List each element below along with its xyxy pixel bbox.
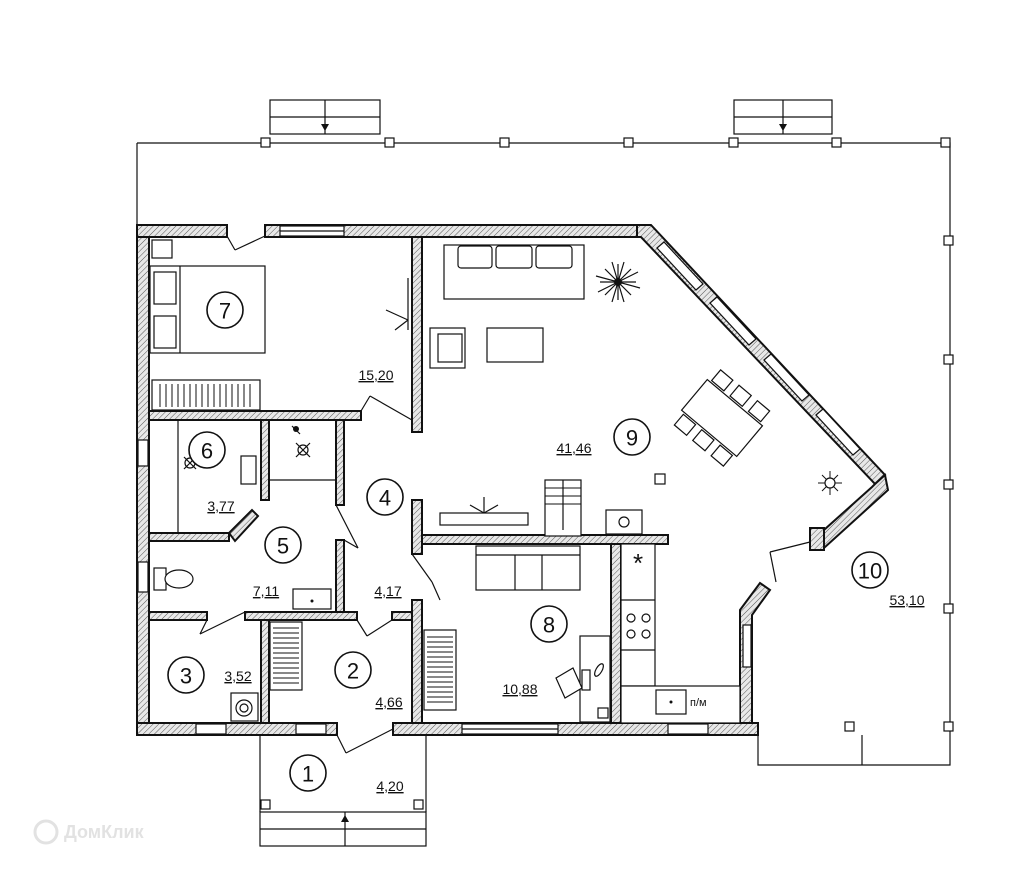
svg-text:2: 2 xyxy=(347,659,359,684)
room5-fixtures xyxy=(153,567,332,610)
exterior-walls xyxy=(136,224,890,736)
svg-text:3: 3 xyxy=(180,664,192,689)
terrace-posts xyxy=(260,137,954,810)
plant-icon xyxy=(595,261,641,303)
svg-text:7: 7 xyxy=(219,299,231,324)
room-area-10: 53,10 xyxy=(889,592,924,608)
svg-text:8: 8 xyxy=(543,613,555,638)
watermark-text: ДомКлик xyxy=(64,822,145,842)
room-number-2: 2 xyxy=(334,651,372,689)
steps-top-right xyxy=(733,99,833,135)
room-number-10: 10 xyxy=(851,551,889,589)
room-area-5: 7,11 xyxy=(253,583,279,599)
room-area-7: 15,20 xyxy=(358,367,393,383)
room-area-1: 4,20 xyxy=(376,778,403,794)
plant-small-icon xyxy=(818,471,842,495)
pantry-label: п/м xyxy=(690,697,707,709)
svg-text:9: 9 xyxy=(626,426,638,451)
living-furniture xyxy=(429,244,771,537)
steps-top-left xyxy=(269,99,381,135)
entrance-porch xyxy=(259,735,427,812)
doors xyxy=(199,235,811,754)
shower-fixture xyxy=(269,425,336,481)
room6-furniture xyxy=(177,420,257,533)
room-area-8: 10,88 xyxy=(502,681,537,697)
svg-text:5: 5 xyxy=(277,534,289,559)
room-number-1: 1 xyxy=(289,754,327,792)
washing-machine xyxy=(230,692,259,722)
room-number-8: 8 xyxy=(530,605,568,643)
room8-furniture xyxy=(423,545,611,723)
svg-text:6: 6 xyxy=(201,439,213,464)
room-number-5: 5 xyxy=(264,526,302,564)
room-area-2: 4,66 xyxy=(375,694,402,710)
room-number-4: 4 xyxy=(366,478,404,516)
room-number-9: 9 xyxy=(613,418,651,456)
room-number-6: 6 xyxy=(188,431,226,469)
kitchen-furniture xyxy=(620,543,741,724)
domclick-logo-icon: ДомКлик xyxy=(33,819,145,845)
svg-text:10: 10 xyxy=(858,559,882,584)
steps-entrance xyxy=(259,811,427,847)
room-area-3: 3,52 xyxy=(224,668,251,684)
room-area-6: 3,77 xyxy=(207,498,234,514)
room2-wardrobe xyxy=(269,621,303,691)
room-number-7: 7 xyxy=(206,291,244,329)
room-area-9: 41,46 xyxy=(556,440,591,456)
svg-text:1: 1 xyxy=(302,762,314,787)
bedroom-furniture xyxy=(149,239,409,411)
room-number-3: 3 xyxy=(167,656,205,694)
kitchen-star: * xyxy=(633,548,643,578)
room-area-4: 4,17 xyxy=(374,583,401,599)
svg-text:4: 4 xyxy=(379,486,391,511)
